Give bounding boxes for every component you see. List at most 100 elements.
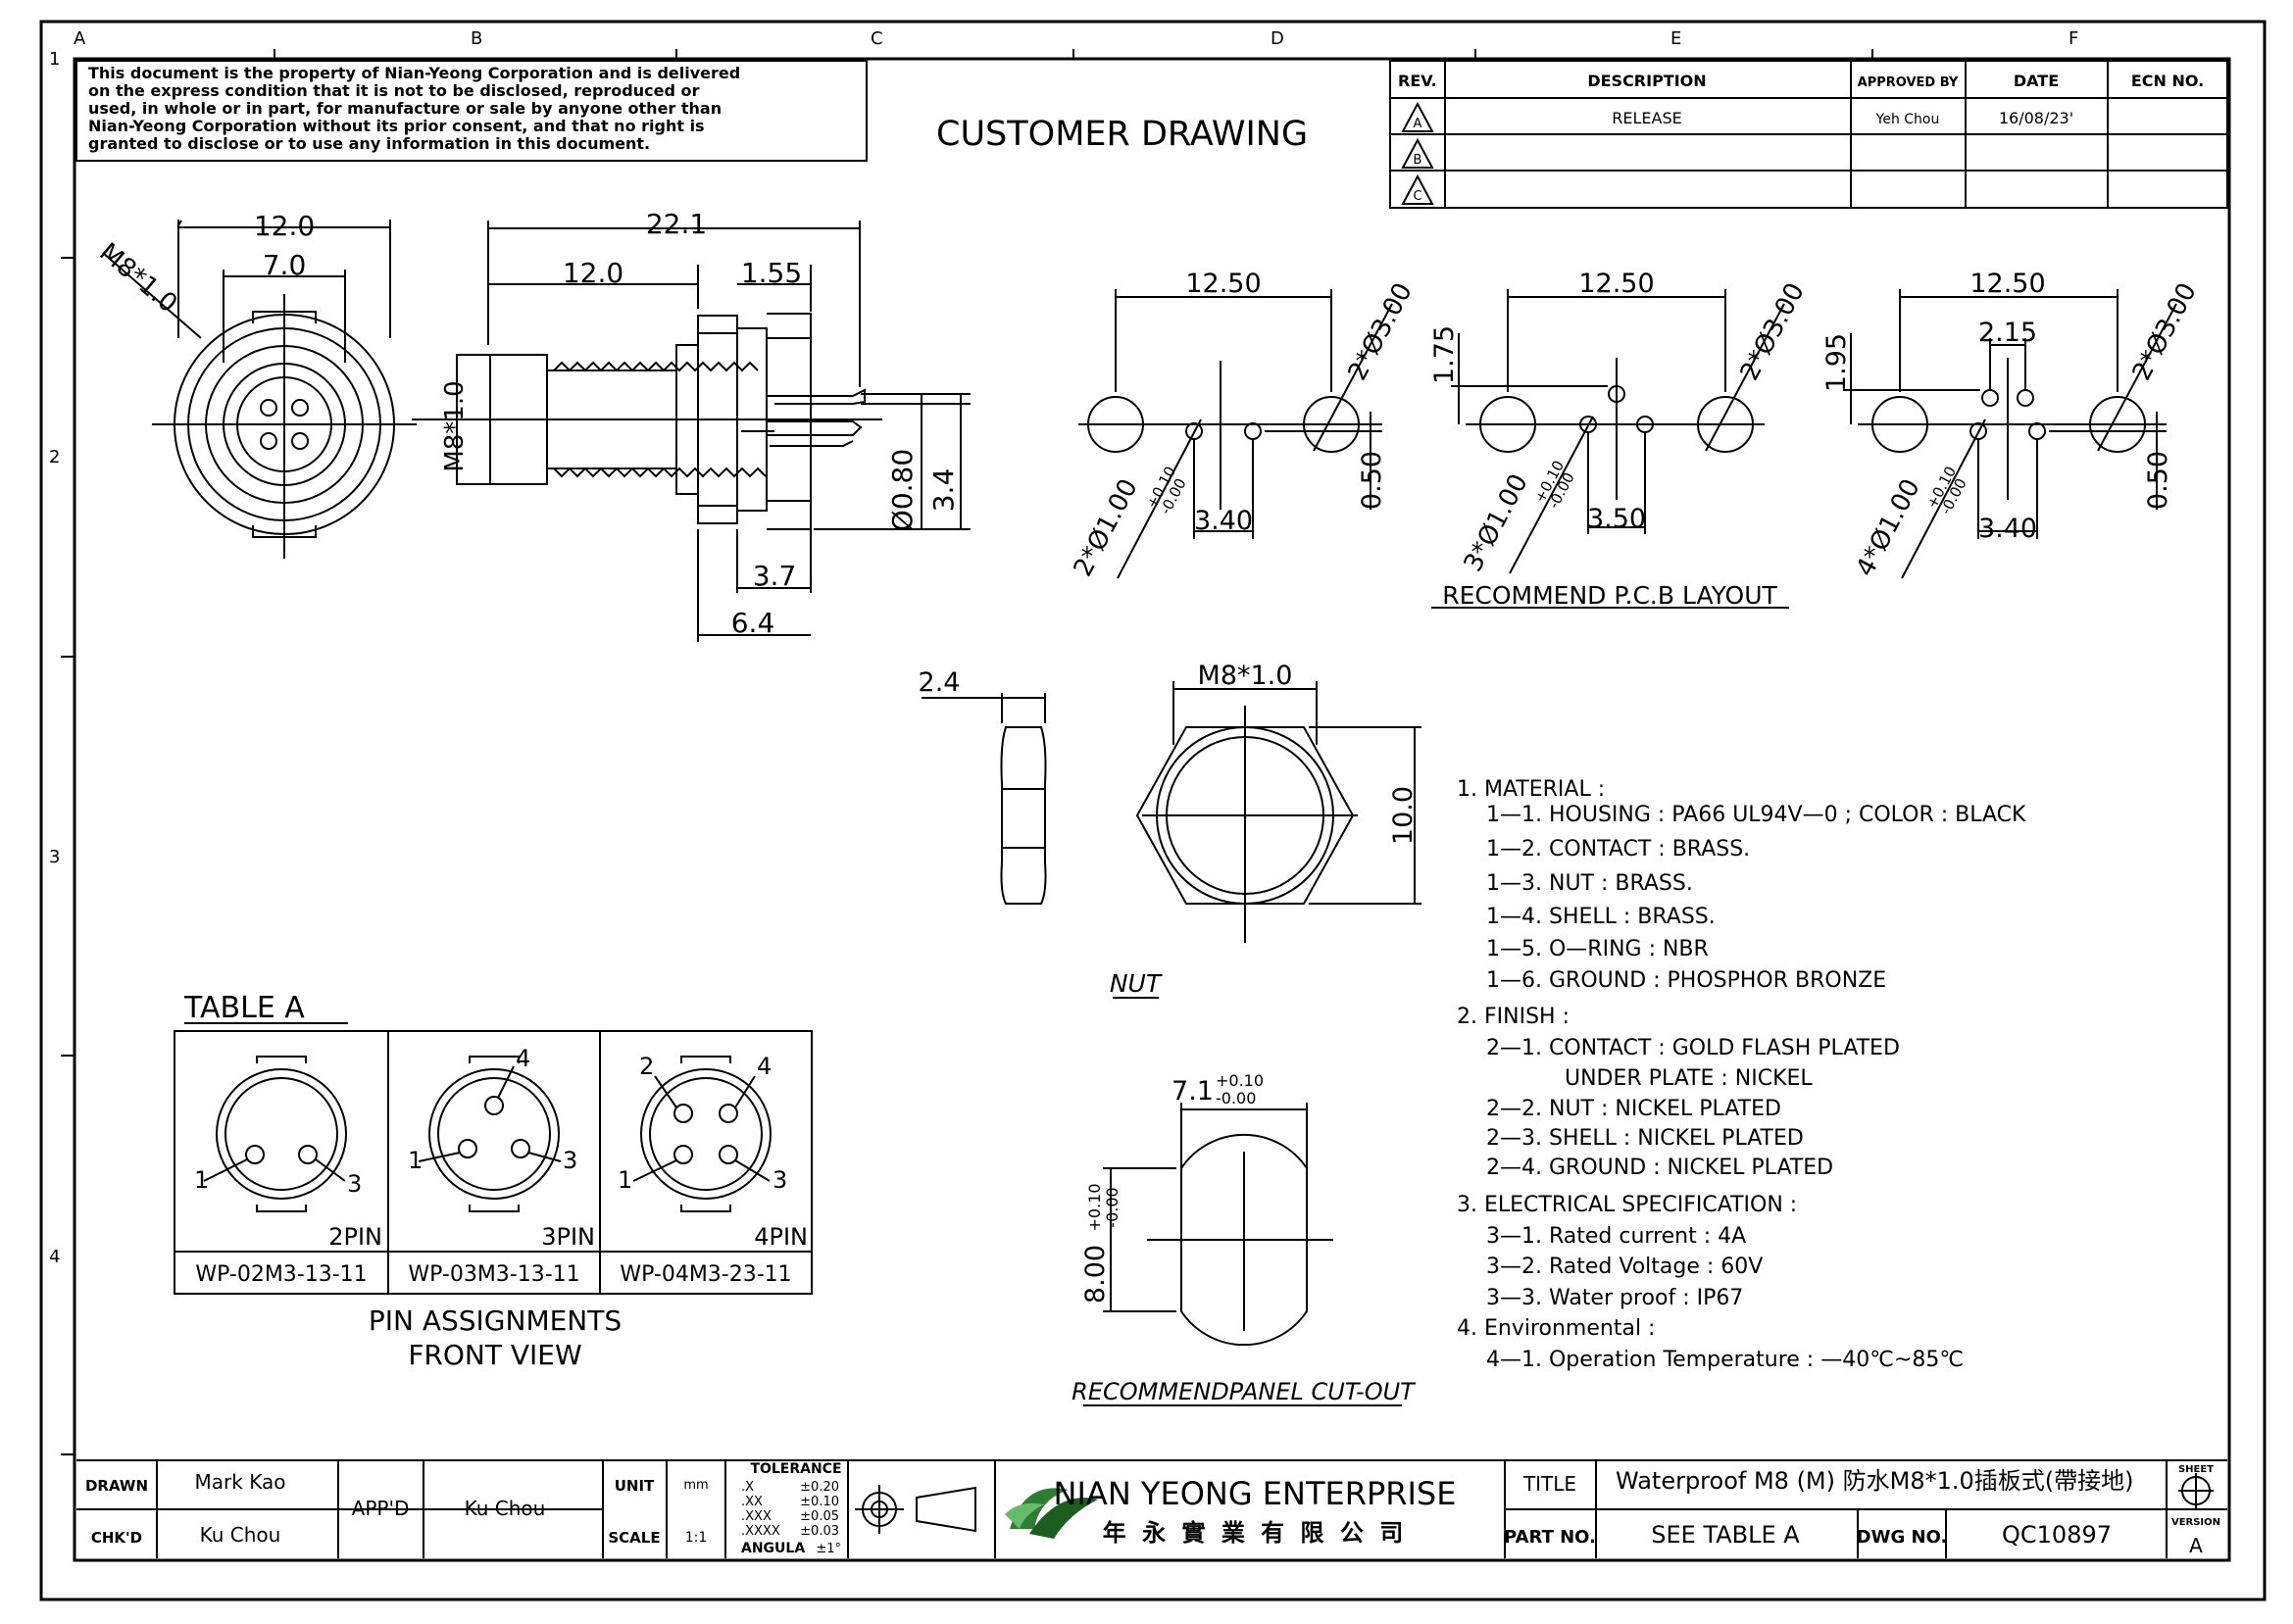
spec-line: 4. Environmental : xyxy=(1457,1316,1655,1341)
tolerance-key: .X xyxy=(741,1480,754,1495)
tolerance-value: ±0.05 xyxy=(800,1509,839,1524)
zone-row-4: 4 xyxy=(49,1247,60,1267)
cutout-width-tol-plus: +0.10 xyxy=(1216,1071,1264,1090)
zone-col-f: F xyxy=(2069,28,2078,49)
pin-number: 2 xyxy=(639,1053,654,1080)
unit-label: UNIT xyxy=(615,1477,655,1495)
dwg-number-value: QC10897 xyxy=(2002,1521,2112,1549)
front-thread-dim: M8*1.0 xyxy=(94,237,183,319)
rev-b-letter: B xyxy=(1414,153,1422,168)
dwg-number-label: DWG NO. xyxy=(1857,1527,1948,1548)
tolerance-key: .XXX xyxy=(741,1509,772,1524)
spec-line: 2—4. GROUND : NICKEL PLATED xyxy=(1486,1156,1833,1180)
zone-col-d: D xyxy=(1271,28,1284,49)
tolerance-value: ±0.03 xyxy=(800,1524,839,1539)
pcb1-offset-dim: 0.50 xyxy=(1357,451,1387,510)
part-number-value: SEE TABLE A xyxy=(1651,1521,1800,1549)
approved-header: APPROVED BY xyxy=(1858,75,1959,90)
front-view xyxy=(102,220,417,559)
spec-line: 4—1. Operation Temperature : —40℃~85℃ xyxy=(1486,1348,1964,1372)
rev-a-date: 16/08/23' xyxy=(1999,109,2073,127)
table-a-text: 2PIN 3PIN 4PIN WP-02M3-13-11 WP-03M3-13-… xyxy=(195,1223,808,1287)
notice-line: on the express condition that it is not … xyxy=(88,81,699,100)
pcb1-big-holes-dim: 2*Ø3.00 xyxy=(1343,278,1419,385)
specifications: 1. MATERIAL : 1—1. HOUSING : PA66 UL94V—… xyxy=(1457,777,2026,1372)
version-value: A xyxy=(2189,1534,2203,1557)
date-header: DATE xyxy=(2014,72,2059,90)
pin-count-2: 2PIN xyxy=(328,1223,382,1251)
pin-diagram-2pin xyxy=(203,1056,347,1212)
notice-line: This document is the property of Nian-Ye… xyxy=(88,64,740,82)
title-block-grid xyxy=(76,1459,2227,1558)
company-chinese-name: 年 永 實 業 有 限 公 司 xyxy=(1103,1519,1408,1547)
title-label: TITLE xyxy=(1522,1472,1576,1496)
side-view xyxy=(412,221,971,642)
revision-table xyxy=(1389,60,2228,209)
pin-number: 1 xyxy=(408,1147,423,1174)
outer-border xyxy=(39,20,2267,1601)
rev-c-letter: C xyxy=(1413,189,1421,204)
notice-line: Nian-Yeong Corporation without its prior… xyxy=(88,117,705,135)
pcb-layout-3 xyxy=(1843,289,2177,579)
side-pin-len-dim: 3.4 xyxy=(927,468,960,513)
spec-line: 3—1. Rated current : 4A xyxy=(1486,1224,1746,1249)
sheet-target-icon xyxy=(2178,1473,2214,1508)
spec-line: 1—5. O—RING : NBR xyxy=(1486,937,1709,961)
pcb-layout-1 xyxy=(1078,289,1393,579)
rev-header: REV. xyxy=(1398,72,1437,90)
pin-numbers: 1 3 1 3 4 1 2 3 4 xyxy=(194,1045,787,1198)
spec-line: UNDER PLATE : NICKEL xyxy=(1565,1066,1813,1091)
rev-a-description: RELEASE xyxy=(1612,109,1681,127)
company-name: NIAN YEONG ENTERPRISE xyxy=(1054,1475,1457,1512)
zone-col-c: C xyxy=(871,28,883,49)
front-outer-dim: 12.0 xyxy=(254,210,315,242)
pcb3-offset-dim: 0.50 xyxy=(2143,451,2173,510)
cutout-height-dim: 8.00 xyxy=(1080,1245,1111,1304)
zone-ticks xyxy=(61,49,1873,1455)
pcb3-small-holes-dim: 4*Ø1.00 xyxy=(1851,474,1926,581)
angula-value: ±1° xyxy=(816,1542,841,1556)
cutout-height-tol-plus: +0.10 xyxy=(1085,1183,1104,1231)
pcb2-big-holes-dim: 2*Ø3.00 xyxy=(1735,278,1811,385)
pin-count-4: 4PIN xyxy=(754,1223,808,1251)
tolerance-label: TOLERANCE xyxy=(750,1461,841,1477)
unit-value: mm xyxy=(683,1478,708,1493)
nut-thickness-dim: 2.4 xyxy=(919,667,961,698)
pin-assignments-title: PIN ASSIGNMENTS xyxy=(369,1304,622,1337)
angula-label: ANGULA xyxy=(741,1541,805,1556)
side-body-dim: 12.0 xyxy=(563,257,623,289)
spec-line: 3—3. Water proof : IP67 xyxy=(1486,1286,1743,1310)
zone-row-2: 2 xyxy=(49,447,60,468)
nut-side-view xyxy=(922,693,1047,905)
spec-line: 1—3. NUT : BRASS. xyxy=(1486,871,1693,896)
spec-line: 2—2. NUT : NICKEL PLATED xyxy=(1486,1097,1781,1121)
zone-col-a: A xyxy=(74,28,86,49)
cutout-width-tol-minus: -0.00 xyxy=(1216,1089,1256,1107)
zone-row-1: 1 xyxy=(49,49,60,70)
notice-text: This document is the property of Nian-Ye… xyxy=(88,64,740,153)
pin-number: 3 xyxy=(563,1147,577,1174)
nut-label: NUT xyxy=(1110,969,1163,998)
inner-border xyxy=(73,57,2231,1562)
panel-cutout xyxy=(1103,1103,1333,1347)
front-inner-dim: 7.0 xyxy=(263,249,307,281)
tolerance-key: .XX xyxy=(741,1495,763,1509)
zone-labels: A B C D E F 1 2 3 4 xyxy=(49,28,2078,1267)
sheet-label: SHEET xyxy=(2178,1464,2214,1475)
pin-number: 4 xyxy=(757,1053,772,1080)
title-block-text: DRAWN Mark Kao CHK'D Ku Chou APP'D Ku Ch… xyxy=(85,1461,842,1556)
pin-number: 1 xyxy=(194,1166,209,1194)
pcb3-vertical-dim: 1.95 xyxy=(1821,333,1852,392)
rev-a-letter: A xyxy=(1414,117,1422,131)
pcb3-top-pitch-dim: 2.15 xyxy=(1978,318,2037,348)
spec-line: 1. MATERIAL : xyxy=(1457,777,1605,802)
pcb3-pitch-dim: 3.40 xyxy=(1978,514,2037,544)
spec-line: 2. FINISH : xyxy=(1457,1005,1570,1029)
pin-number: 3 xyxy=(773,1166,787,1194)
spec-line: 1—1. HOUSING : PA66 UL94V—0 ; COLOR : BL… xyxy=(1486,803,2026,827)
table-a-title: TABLE A xyxy=(183,991,305,1025)
rev-a-approved: Yeh Chou xyxy=(1875,112,1940,127)
spec-line: 1—2. CONTACT : BRASS. xyxy=(1486,837,1750,861)
